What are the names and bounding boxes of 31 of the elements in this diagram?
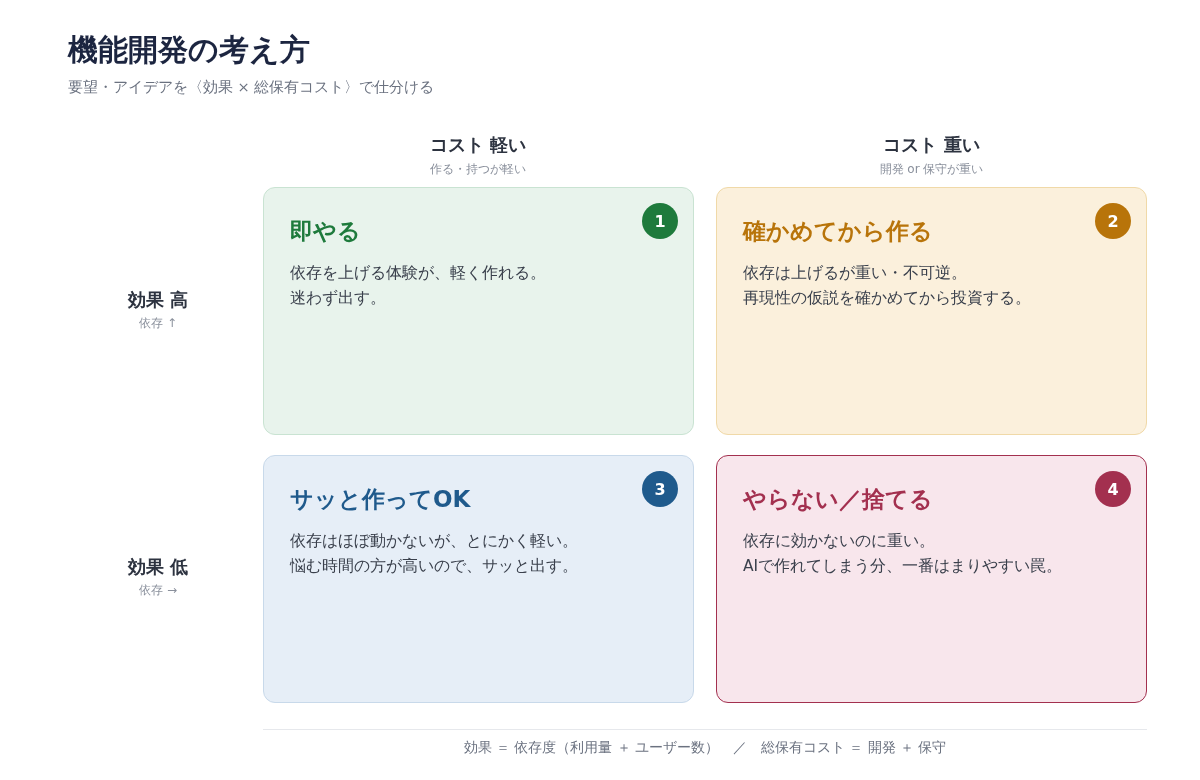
- quadrant-text: 悩む時間の方が高いので、サッと出す。: [290, 556, 578, 577]
- quadrant-card: [263, 187, 694, 435]
- subtitle: 要望・アイデアを〈効果 × 総保有コスト〉で仕分ける: [68, 78, 435, 97]
- row-header: 効果 高: [126, 288, 190, 312]
- quadrant-text: 依存はほぼ動かないが、とにかく軽い。: [290, 531, 578, 552]
- row-subheader: 依存 →: [138, 582, 178, 599]
- row-subheader: 依存 ↑: [138, 315, 178, 332]
- quadrant-heading: やらない／捨てる: [743, 485, 933, 514]
- quadrant-heading: 確かめてから作る: [743, 217, 933, 246]
- column-header: コスト 軽い: [428, 133, 528, 157]
- quadrant-text: AIで作れてしまう分、一番はまりやすい罠。: [743, 556, 1063, 577]
- number-badge: 4: [1095, 471, 1131, 507]
- footnote: 効果 ＝ 依存度（利用量 ＋ ユーザー数） ／ 総保有コスト ＝ 開発 ＋ 保守: [462, 739, 948, 757]
- quadrant-card: [716, 455, 1147, 703]
- number-badge: 1: [642, 203, 678, 239]
- quadrant-heading: 即やる: [290, 217, 361, 246]
- column-header: コスト 重い: [882, 133, 981, 157]
- quadrant-text: 迷わず出す。: [290, 288, 386, 309]
- quadrant-card: [716, 187, 1147, 435]
- quadrant-text: 依存は上げるが重い・不可逆。: [743, 263, 967, 284]
- quadrant-text: 依存を上げる体験が、軽く作れる。: [290, 263, 546, 284]
- quadrant-card: [263, 455, 694, 703]
- quadrant-text: 再現性の仮説を確かめてから投資する。: [743, 288, 1031, 309]
- row-header: 効果 低: [126, 555, 190, 579]
- number-badge: 3: [642, 471, 678, 507]
- column-subheader: 作る・持つが軽い: [429, 161, 527, 178]
- column-subheader: 開発 or 保守が重い: [878, 161, 985, 178]
- quadrant-text: 依存に効かないのに重い。: [743, 531, 935, 552]
- number-badge: 2: [1095, 203, 1131, 239]
- quadrant-heading: サッと作ってOK: [290, 485, 471, 514]
- title: 機能開発の考え方: [68, 31, 310, 69]
